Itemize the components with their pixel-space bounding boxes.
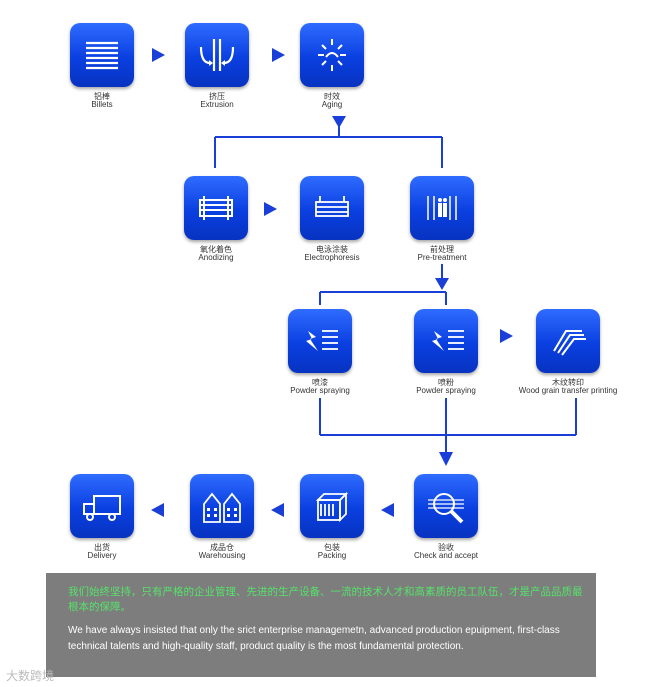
pretreatment-label-cn: 前处理 <box>430 245 454 254</box>
extrusion-icon <box>185 23 249 87</box>
arrow-left-2 <box>271 503 284 517</box>
billets-label-cn: 铝棒 <box>94 92 110 101</box>
anodizing-label-en: Anodizing <box>198 253 234 262</box>
electrophoresis-icon <box>300 176 364 240</box>
banner-text-en: We have always insisted that only the sr… <box>68 625 560 652</box>
step-check: 验收 Check and accept <box>414 474 478 560</box>
step-aging: 时效 Aging <box>300 23 364 109</box>
step-powder-spraying-1: 喷漆 Powder spraying <box>288 309 352 395</box>
wood-grain-icon <box>536 309 600 373</box>
electrophoresis-label-cn: 电泳涂装 <box>316 245 348 254</box>
package-icon <box>300 474 364 538</box>
step-wood-grain: 木纹转印 Wood grain transfer printing <box>519 309 617 395</box>
arrow-down-aging <box>332 116 346 128</box>
powder1-label-cn: 喷漆 <box>312 378 328 387</box>
arrow-left-3 <box>151 503 164 517</box>
banner-text-cn: 我们始终坚持，只有严格的企业管理、先进的生产设备、一流的技术人才和高素质的员工队… <box>68 586 583 613</box>
truck-icon <box>70 474 134 538</box>
arrow-down-pretreat <box>435 278 449 290</box>
powder1-label-en: Powder spraying <box>290 386 350 395</box>
step-packing: 包装 Packing <box>300 474 364 560</box>
anodizing-icon <box>184 176 248 240</box>
spray-gun-icon <box>288 309 352 373</box>
step-electrophoresis: 电泳涂装 Electrophoresis <box>300 176 364 262</box>
arrow-right-1 <box>152 48 165 62</box>
packing-label-en: Packing <box>317 551 347 560</box>
arrow-right-3 <box>264 202 277 216</box>
step-powder-spraying-2: 喷粉 Powder spraying <box>414 309 478 395</box>
step-anodizing: 氧化着色 Anodizing <box>184 176 248 262</box>
warehousing-label-en: Warehousing <box>198 551 246 560</box>
extrusion-label-cn: 挤压 <box>209 92 225 101</box>
quality-statement-banner: 我们始终坚持，只有严格的企业管理、先进的生产设备、一流的技术人才和高素质的员工队… <box>46 573 596 677</box>
arrow-down-check <box>439 452 453 466</box>
woodgrain-label-en: Wood grain transfer printing <box>518 386 618 395</box>
warehousing-label-cn: 成品仓 <box>210 543 234 552</box>
anodizing-label-cn: 氧化着色 <box>200 245 232 254</box>
extrusion-label-en: Extrusion <box>200 100 234 109</box>
arrow-right-4 <box>500 329 513 343</box>
spray-gun-icon <box>414 309 478 373</box>
woodgrain-label-cn: 木纹转印 <box>552 378 584 387</box>
powder2-label-en: Powder spraying <box>416 386 476 395</box>
check-label-cn: 验收 <box>438 543 454 552</box>
warehouse-icon <box>190 474 254 538</box>
billets-label-en: Billets <box>91 100 113 109</box>
step-extrusion: 挤压 Extrusion <box>185 23 249 109</box>
step-delivery: 出货 Delivery <box>70 474 134 560</box>
magnifier-icon <box>414 474 478 538</box>
step-billets: 铝棒 Billets <box>70 23 134 109</box>
step-pretreatment: 前处理 Pre-treatment <box>410 176 474 262</box>
aging-label-cn: 时效 <box>324 92 340 101</box>
aging-label-en: Aging <box>321 100 343 109</box>
pretreatment-icon <box>410 176 474 240</box>
arrow-left-1 <box>381 503 394 517</box>
check-label-en: Check and accept <box>413 551 479 560</box>
powder2-label-cn: 喷粉 <box>438 378 454 387</box>
electrophoresis-label-en: Electrophoresis <box>304 253 360 262</box>
billets-icon <box>70 23 134 87</box>
watermark-text: 大数跨境 <box>6 669 55 683</box>
packing-label-cn: 包装 <box>324 543 340 552</box>
arrow-right-2 <box>272 48 285 62</box>
step-warehousing: 成品仓 Warehousing <box>190 474 254 560</box>
delivery-label-en: Delivery <box>87 551 117 560</box>
delivery-label-cn: 出货 <box>94 543 110 552</box>
pretreatment-label-en: Pre-treatment <box>417 253 467 262</box>
aging-icon <box>300 23 364 87</box>
